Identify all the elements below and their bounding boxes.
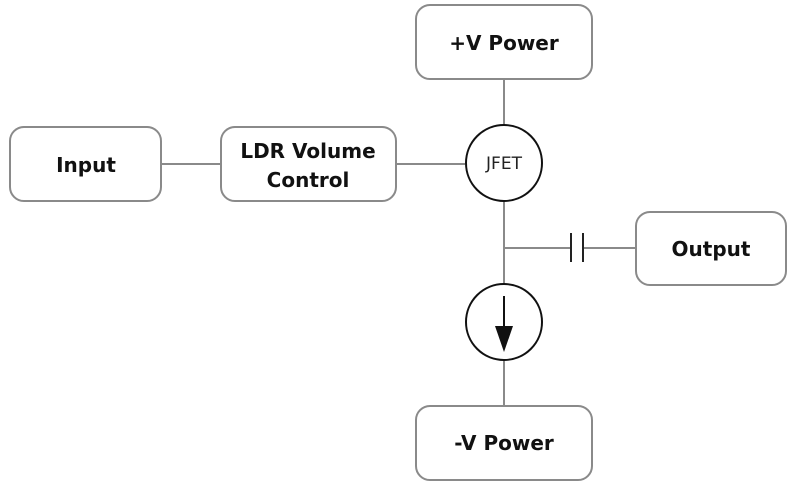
neg-power-box [415,405,593,481]
capacitor-icon [570,233,584,262]
pos-power-block[interactable]: +V Power [415,4,593,80]
input-box [9,126,162,202]
input-block[interactable]: Input [9,126,162,202]
current-source-component[interactable] [465,283,543,361]
pos-power-box [415,4,593,80]
ldr-box [220,126,397,202]
output-block[interactable]: Output [635,211,787,286]
pos-power-label: +V Power [449,31,559,55]
neg-power-label: -V Power [454,431,554,455]
arrow-down-icon [495,296,513,352]
arrow-head [495,326,513,352]
output-box [635,211,787,286]
ldr-label-line2: Control [267,168,350,192]
ldr-volume-control-block[interactable]: LDR Volume Control [220,126,397,202]
jfet-circle [465,124,543,202]
jfet-label: JFET [485,154,523,174]
neg-power-block[interactable]: -V Power [415,405,593,481]
ldr-label-line1: LDR Volume [240,139,375,163]
output-label: Output [672,237,751,261]
input-label: Input [56,153,116,177]
jfet-component[interactable]: JFET [465,124,543,202]
